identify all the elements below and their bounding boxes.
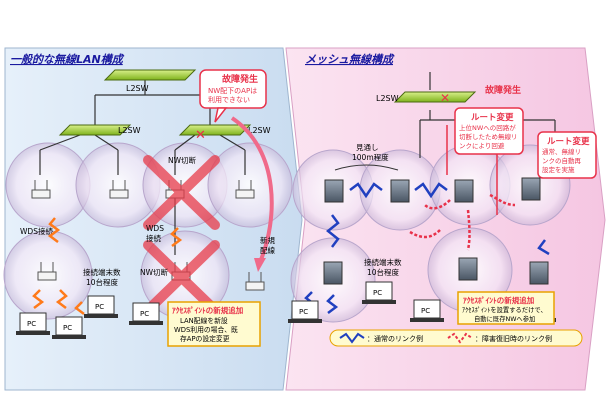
mesh-node-icon xyxy=(529,261,549,285)
fault-cross-icons xyxy=(143,155,220,315)
right-legend: ：通常のリンク例 ：障害復旧時のリンク例 xyxy=(329,329,583,347)
svg-text:PC: PC xyxy=(140,310,149,318)
mesh-node-icon xyxy=(323,261,343,285)
l2sw-top-label: L2SW xyxy=(126,84,149,93)
legend-fault: ：障害復旧時のリンク例 xyxy=(475,334,552,343)
mesh-node-icon xyxy=(458,257,478,281)
l2sw-right: L2SW ✕ xyxy=(178,124,271,143)
right-title: メッシュ無線構成 xyxy=(305,53,395,66)
svg-text:ンクにより回避: ンクにより回避 xyxy=(459,141,505,150)
new-install-label-1: 新規 xyxy=(260,235,275,245)
wds-label-1: WDS接続 xyxy=(20,226,53,236)
right-fault-label: 故障発生 xyxy=(485,84,521,96)
callout-line-2: 利用できない xyxy=(208,95,250,104)
svg-text:PC: PC xyxy=(27,320,36,328)
route-change-callout-1: ルート変更 上位NWへの回路が 切断したため無線リ ンクにより回避 xyxy=(454,107,524,155)
wds-label-2a: WDS xyxy=(146,224,164,233)
right-add-ap-note: ｱｸｾｽﾎﾟｲﾝﾄの新規追加 ｱｸｾｽﾎﾟｲﾝﾄを設置するだけで、 自動に既存N… xyxy=(457,291,555,325)
svg-text:ルート変更: ルート変更 xyxy=(471,112,514,123)
left-add-line-1: LAN配線を新設 xyxy=(180,316,228,325)
l2sw-left: L2SW xyxy=(58,124,141,136)
right-add-line-1: ｱｸｾｽﾎﾟｲﾝﾄを設置するだけで、 xyxy=(462,305,547,314)
route-change-callout-2: ルート変更 通常、無線リ ンクの自動再 設定を実施 xyxy=(537,131,597,179)
nw-cut-label-1: NW切断 xyxy=(168,155,197,165)
l2sw-right-label: L2SW xyxy=(248,126,271,135)
svg-text:PC: PC xyxy=(95,303,104,311)
svg-text:PC: PC xyxy=(421,307,430,315)
left-title: 一般的な無線LAN構成 xyxy=(10,53,125,66)
left-pcs: PC PC PC PC xyxy=(16,295,163,339)
l2sw-top-left: L2SW xyxy=(103,69,197,93)
left-client-count-2: 10台程度 xyxy=(86,277,119,287)
l2sw-left-label: L2SW xyxy=(118,126,141,135)
arrow-head-icon xyxy=(254,258,266,272)
access-point-icon xyxy=(235,180,255,199)
svg-text:ンクの自動再: ンクの自動再 xyxy=(542,156,582,165)
svg-text:PC: PC xyxy=(63,324,72,332)
left-add-ap-note: ｱｸｾｽﾎﾟｲﾝﾄの新規追加 LAN配線を新設 WDS利用の場合、既 存APの設… xyxy=(167,301,261,347)
right-client-count-2: 10台程度 xyxy=(367,267,400,277)
mesh-node-icon xyxy=(454,179,474,203)
svg-text:切断したため無線リ: 切断したため無線リ xyxy=(459,132,518,141)
pc-icon: PC xyxy=(84,295,118,318)
distance-label-2: 100m程度 xyxy=(352,152,389,162)
svg-text:PC: PC xyxy=(299,308,308,316)
right-fault-links xyxy=(409,193,516,251)
right-add-line-2: 自動に既存NWへ参加 xyxy=(474,314,535,323)
pc-icon: PC xyxy=(52,316,86,339)
new-install-label-2: 配線 xyxy=(260,245,275,255)
right-add-title: ｱｸｾｽﾎﾟｲﾝﾄの新規追加 xyxy=(463,295,534,305)
wds-label-2b: 接続 xyxy=(146,233,161,243)
svg-text:通常、無線リ: 通常、無線リ xyxy=(542,147,581,156)
mesh-node-icon xyxy=(390,179,410,203)
svg-text:ルート変更: ルート変更 xyxy=(547,136,590,147)
access-point-icon xyxy=(245,272,265,291)
pc-icon: PC xyxy=(288,300,322,323)
access-point-icon xyxy=(31,180,51,199)
pc-icon: PC xyxy=(410,299,444,322)
left-add-title: ｱｸｾｽﾎﾟｲﾝﾄの新規追加 xyxy=(172,305,243,315)
distance-bracket xyxy=(334,164,399,171)
pc-icon: PC xyxy=(362,281,396,304)
nw-cut-label-2: NW切断 xyxy=(140,267,169,277)
right-l2sw-label: L2SW xyxy=(376,94,399,103)
left-add-line-3: 存APの設定変更 xyxy=(180,334,230,343)
svg-text:上位NWへの回路が: 上位NWへの回路が xyxy=(459,123,516,132)
fault-route-arrows xyxy=(446,125,498,215)
left-add-line-2: WDS利用の場合、既 xyxy=(174,325,238,334)
access-point-icon xyxy=(37,262,57,281)
pc-icon: PC xyxy=(16,312,50,335)
normal-link-icon xyxy=(339,332,365,344)
right-client-count-1: 接続端末数 xyxy=(364,257,402,267)
fault-link-icon xyxy=(447,332,473,344)
access-point-icon xyxy=(109,180,129,199)
new-install-arrow xyxy=(230,116,274,263)
left-fault-callout: 故障発生 NW配下のAPは 利用できない xyxy=(199,69,267,123)
fault-x-icon: ✕ xyxy=(440,91,450,105)
svg-text:PC: PC xyxy=(373,289,382,297)
svg-text:設定を実施: 設定を実施 xyxy=(542,165,575,174)
right-l2sw: L2SW ✕ xyxy=(376,91,477,105)
callout-title: 故障発生 xyxy=(222,73,258,85)
mesh-node-icon xyxy=(521,177,541,201)
fault-x-icon: ✕ xyxy=(195,128,206,143)
pc-icon: PC xyxy=(129,302,163,325)
callout-line-1: NW配下のAPは xyxy=(208,87,257,95)
left-wireless-links xyxy=(32,217,183,315)
left-panel: 一般的な無線LAN構成 xyxy=(3,47,303,391)
left-client-count-1: 接続端末数 xyxy=(83,267,121,277)
mesh-node-icon xyxy=(324,179,344,203)
distance-label-1: 見通し xyxy=(356,142,379,152)
right-mesh-nodes xyxy=(323,177,549,285)
legend-normal: ：通常のリンク例 xyxy=(367,334,423,343)
right-panel: メッシュ無線構成 L2SW ✕ 故障発生 ルート変更 xyxy=(285,47,606,391)
